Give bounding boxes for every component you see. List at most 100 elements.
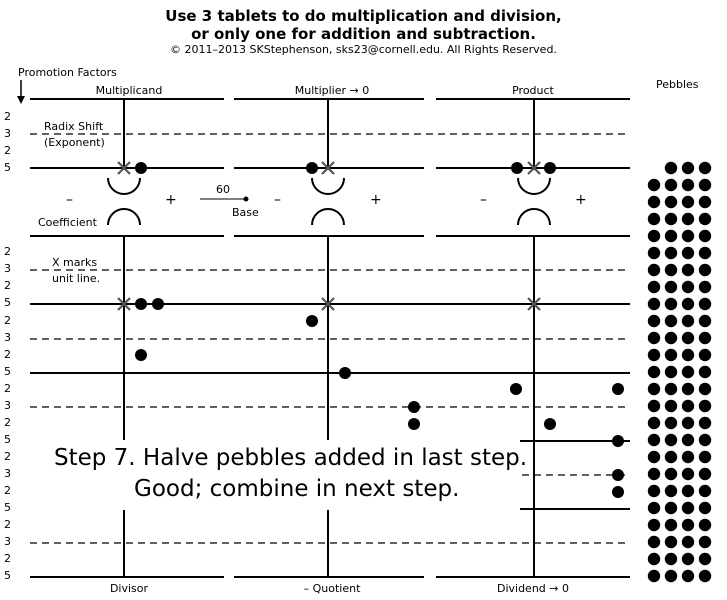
plus-sign-1: +	[165, 192, 177, 208]
supply-pebble	[681, 433, 695, 447]
x-mark-icon	[321, 297, 335, 311]
supply-pebble	[647, 535, 661, 549]
supply-pebble	[664, 535, 678, 549]
promotion-factors-label: Promotion Factors	[18, 66, 117, 79]
step-instruction-line-1: Step 7. Halve pebbles added in last step…	[54, 445, 528, 471]
supply-pebble	[681, 297, 695, 311]
coefficient-lines	[30, 235, 630, 578]
supply-pebble	[681, 280, 695, 294]
tablet-2-top-label: Multiplier → 0	[294, 84, 370, 97]
supply-pebble	[698, 467, 712, 481]
supply-pebble	[664, 399, 678, 413]
supply-pebble	[698, 518, 712, 532]
supply-pebble	[647, 365, 661, 379]
exponent-lines	[30, 98, 630, 170]
supply-pebble	[647, 229, 661, 243]
supply-pebble	[681, 467, 695, 481]
supply-pebble	[664, 416, 678, 430]
supply-pebble	[664, 569, 678, 583]
supply-pebble	[647, 263, 661, 277]
supply-pebble	[681, 178, 695, 192]
supply-pebble	[664, 450, 678, 464]
supply-pebble	[647, 416, 661, 430]
pebble-supply	[647, 161, 712, 583]
supply-pebble	[681, 195, 695, 209]
hinge-arcs	[107, 177, 551, 226]
x-mark-icon	[117, 161, 131, 175]
supply-pebble	[681, 229, 695, 243]
exponent-factor: 2	[4, 110, 11, 123]
x-mark-icon	[321, 161, 335, 175]
pebble	[612, 383, 624, 395]
supply-pebble	[664, 365, 678, 379]
supply-pebble	[664, 246, 678, 260]
supply-pebble	[647, 484, 661, 498]
pebble	[612, 469, 624, 481]
supply-pebble	[681, 331, 695, 345]
coefficient-factor: 2	[4, 382, 11, 395]
supply-pebble	[698, 450, 712, 464]
supply-pebble	[664, 161, 678, 175]
coefficient-factor: 2	[4, 245, 11, 258]
pebble	[511, 162, 523, 174]
supply-pebble	[647, 552, 661, 566]
supply-pebble	[698, 178, 712, 192]
supply-pebble	[698, 501, 712, 515]
supply-pebble	[664, 433, 678, 447]
pebble	[612, 486, 624, 498]
supply-pebble	[681, 535, 695, 549]
pebble	[544, 418, 556, 430]
exponent-label: (Exponent)	[44, 136, 105, 149]
base-indicator	[200, 196, 249, 202]
plus-sign-2: +	[370, 192, 382, 208]
coefficient-factor: 2	[4, 314, 11, 327]
step-banner	[30, 440, 520, 510]
supply-pebble	[664, 195, 678, 209]
supply-pebble	[681, 212, 695, 226]
base-label: Base	[232, 206, 259, 219]
supply-pebble	[681, 246, 695, 260]
supply-pebble	[698, 552, 712, 566]
pebble	[612, 435, 624, 447]
coefficient-factor: 3	[4, 262, 11, 275]
supply-pebble	[681, 569, 695, 583]
coefficient-factor: 2	[4, 552, 11, 565]
unit-line-label: unit line.	[52, 272, 101, 285]
supply-pebble	[698, 382, 712, 396]
coefficient-factor: 5	[4, 569, 11, 582]
coefficient-factor: 5	[4, 433, 11, 446]
supply-pebble	[647, 212, 661, 226]
supply-pebble	[647, 314, 661, 328]
supply-pebble	[698, 569, 712, 583]
board-pebbles	[135, 162, 624, 498]
supply-pebble	[664, 280, 678, 294]
supply-pebble	[647, 297, 661, 311]
supply-pebble	[681, 416, 695, 430]
x-mark-icon	[527, 161, 541, 175]
supply-pebble	[698, 212, 712, 226]
copyright: © 2011–2013 SKStephenson, sks23@cornell.…	[170, 43, 557, 56]
pebble	[135, 349, 147, 361]
supply-pebble	[698, 331, 712, 345]
supply-pebble	[698, 416, 712, 430]
coefficient-factor: 5	[4, 296, 11, 309]
supply-pebble	[647, 246, 661, 260]
exponent-factor: 2	[4, 144, 11, 157]
coefficient-factor: 3	[4, 535, 11, 548]
coefficient-factor: 3	[4, 399, 11, 412]
supply-pebble	[647, 331, 661, 345]
unit-x-marks	[117, 161, 541, 311]
pebble	[135, 162, 147, 174]
supply-pebble	[647, 348, 661, 362]
supply-pebble	[647, 569, 661, 583]
pebble	[135, 298, 147, 310]
supply-pebble	[698, 161, 712, 175]
exponent-factor: 3	[4, 127, 11, 140]
x-mark-icon	[527, 297, 541, 311]
supply-pebble	[681, 161, 695, 175]
supply-pebble	[681, 365, 695, 379]
supply-pebble	[647, 280, 661, 294]
supply-pebble	[664, 314, 678, 328]
supply-pebble	[698, 229, 712, 243]
supply-pebble	[698, 246, 712, 260]
